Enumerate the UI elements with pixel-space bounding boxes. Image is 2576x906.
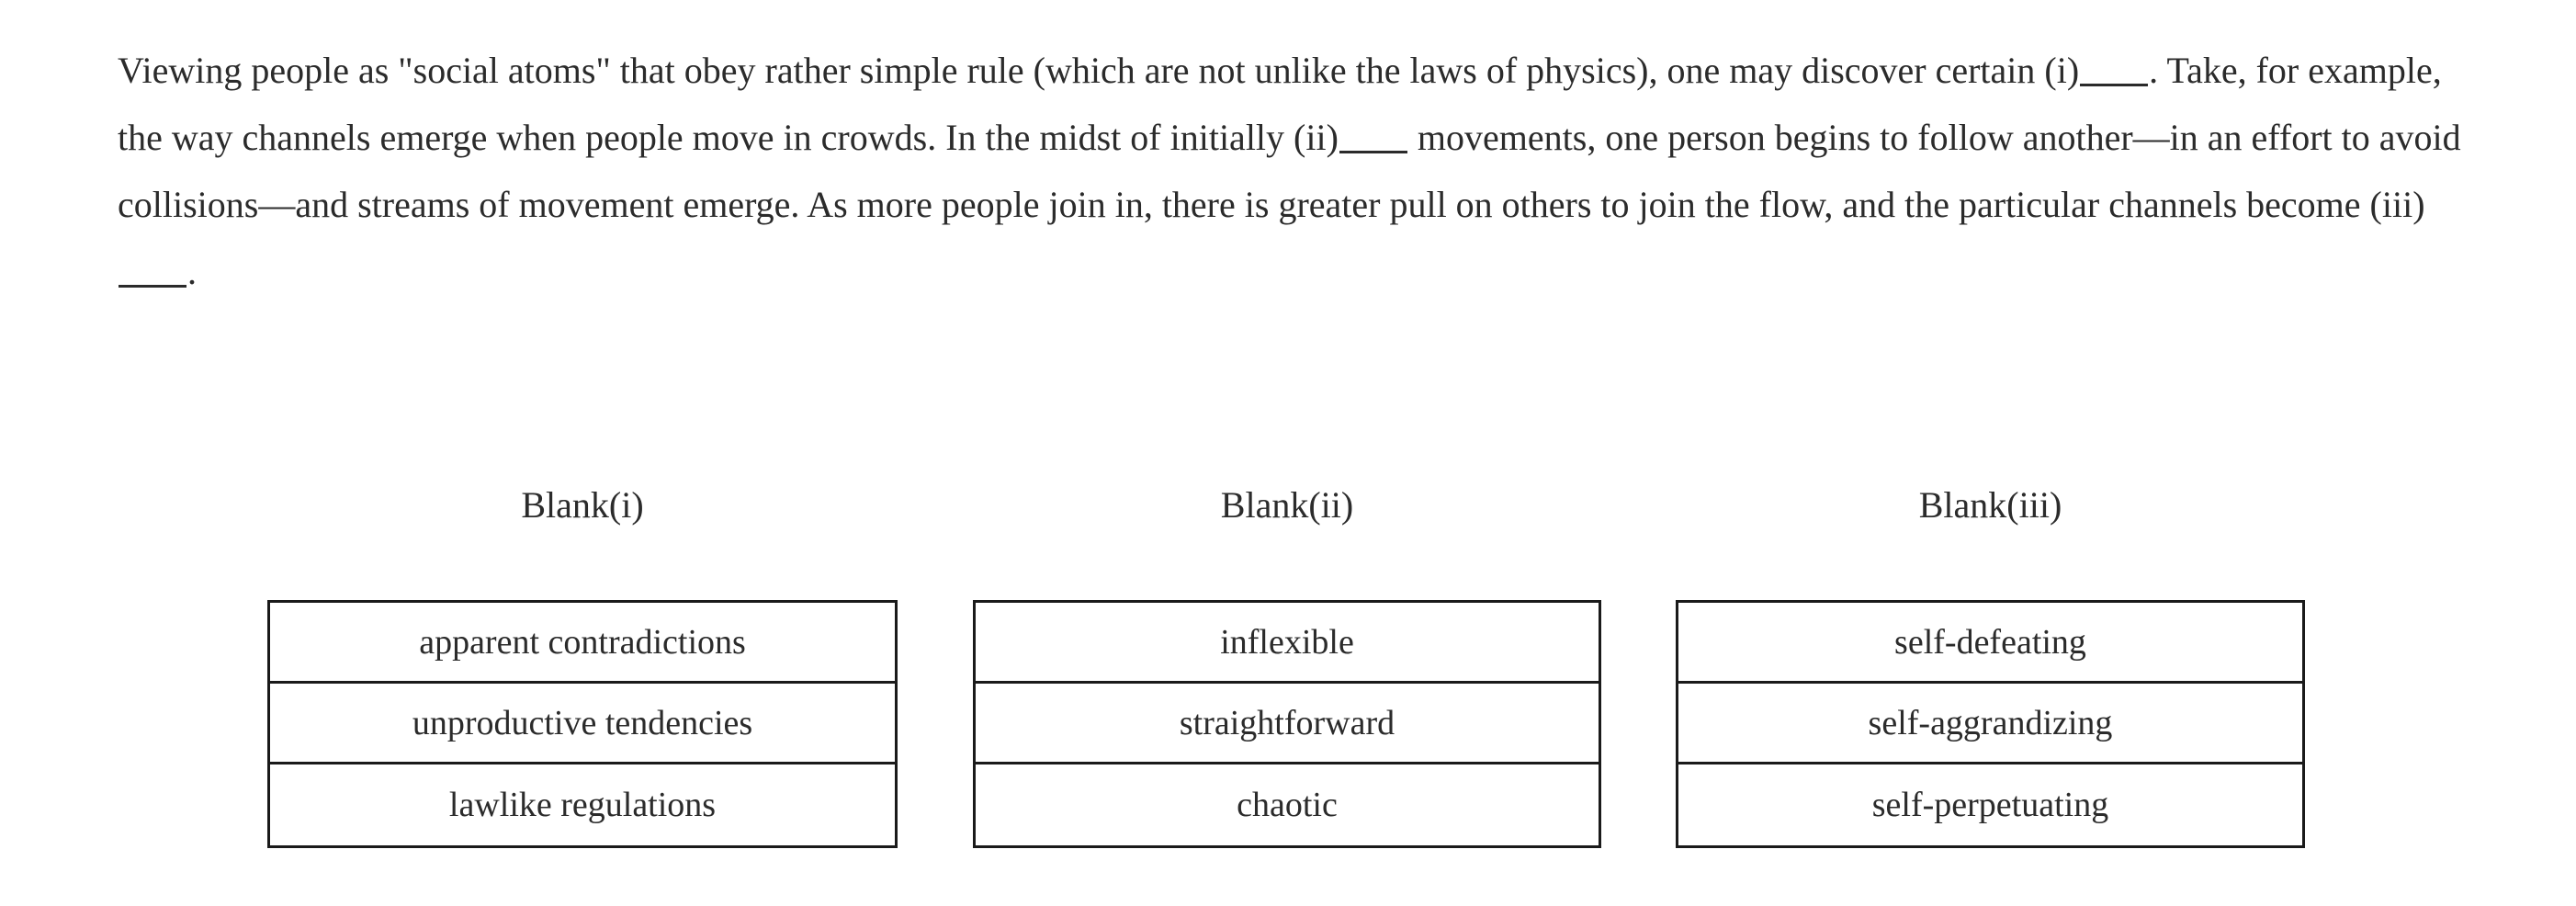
answer-group-blank-iii: Blank(iii) self-defeating self-aggrandiz… bbox=[1676, 485, 2305, 848]
passage-run: Viewing people as "social atoms" that ob… bbox=[118, 50, 2045, 91]
answer-group-blank-i: Blank(i) apparent contradictions unprodu… bbox=[267, 485, 898, 848]
blank-iii-underline bbox=[119, 257, 186, 288]
choice-option[interactable]: unproductive tendencies bbox=[270, 684, 895, 764]
choice-option[interactable]: straightforward bbox=[976, 684, 1599, 764]
passage-run: (iii) bbox=[2369, 184, 2425, 225]
passage-run: . bbox=[187, 251, 197, 292]
choice-option[interactable]: self-defeating bbox=[1678, 603, 2302, 684]
passage-run: (ii) bbox=[1294, 117, 1339, 158]
answer-group-blank-ii: Blank(ii) inflexible straightforward cha… bbox=[973, 485, 1601, 848]
answer-choices-area: Blank(i) apparent contradictions unprodu… bbox=[0, 485, 2576, 871]
choice-option[interactable]: self-perpetuating bbox=[1678, 764, 2302, 845]
passage-run: movements, one person begins to follow a… bbox=[118, 117, 2461, 225]
choice-option[interactable]: lawlike regulations bbox=[270, 764, 895, 845]
choice-option[interactable]: chaotic bbox=[976, 764, 1599, 845]
answer-group-header-blank-iii: Blank(iii) bbox=[1918, 484, 2062, 526]
passage-text: Viewing people as "social atoms" that ob… bbox=[118, 37, 2469, 305]
answer-group-header-blank-ii: Blank(ii) bbox=[1220, 484, 1354, 526]
passage-run: (i) bbox=[2044, 50, 2080, 91]
choice-box-blank-iii: self-defeating self-aggrandizing self-pe… bbox=[1676, 600, 2305, 848]
passage-run: . Take, for example, the way channels em… bbox=[118, 50, 2442, 158]
choice-box-blank-ii: inflexible straightforward chaotic bbox=[973, 600, 1601, 848]
choice-option[interactable]: self-aggrandizing bbox=[1678, 684, 2302, 764]
blank-ii-underline bbox=[1339, 123, 1407, 153]
answer-group-header-blank-i: Blank(i) bbox=[521, 484, 644, 526]
blank-i-underline bbox=[2080, 56, 2149, 86]
choice-option[interactable]: inflexible bbox=[976, 603, 1599, 684]
choice-box-blank-i: apparent contradictions unproductive ten… bbox=[267, 600, 898, 848]
choice-option[interactable]: apparent contradictions bbox=[270, 603, 895, 684]
